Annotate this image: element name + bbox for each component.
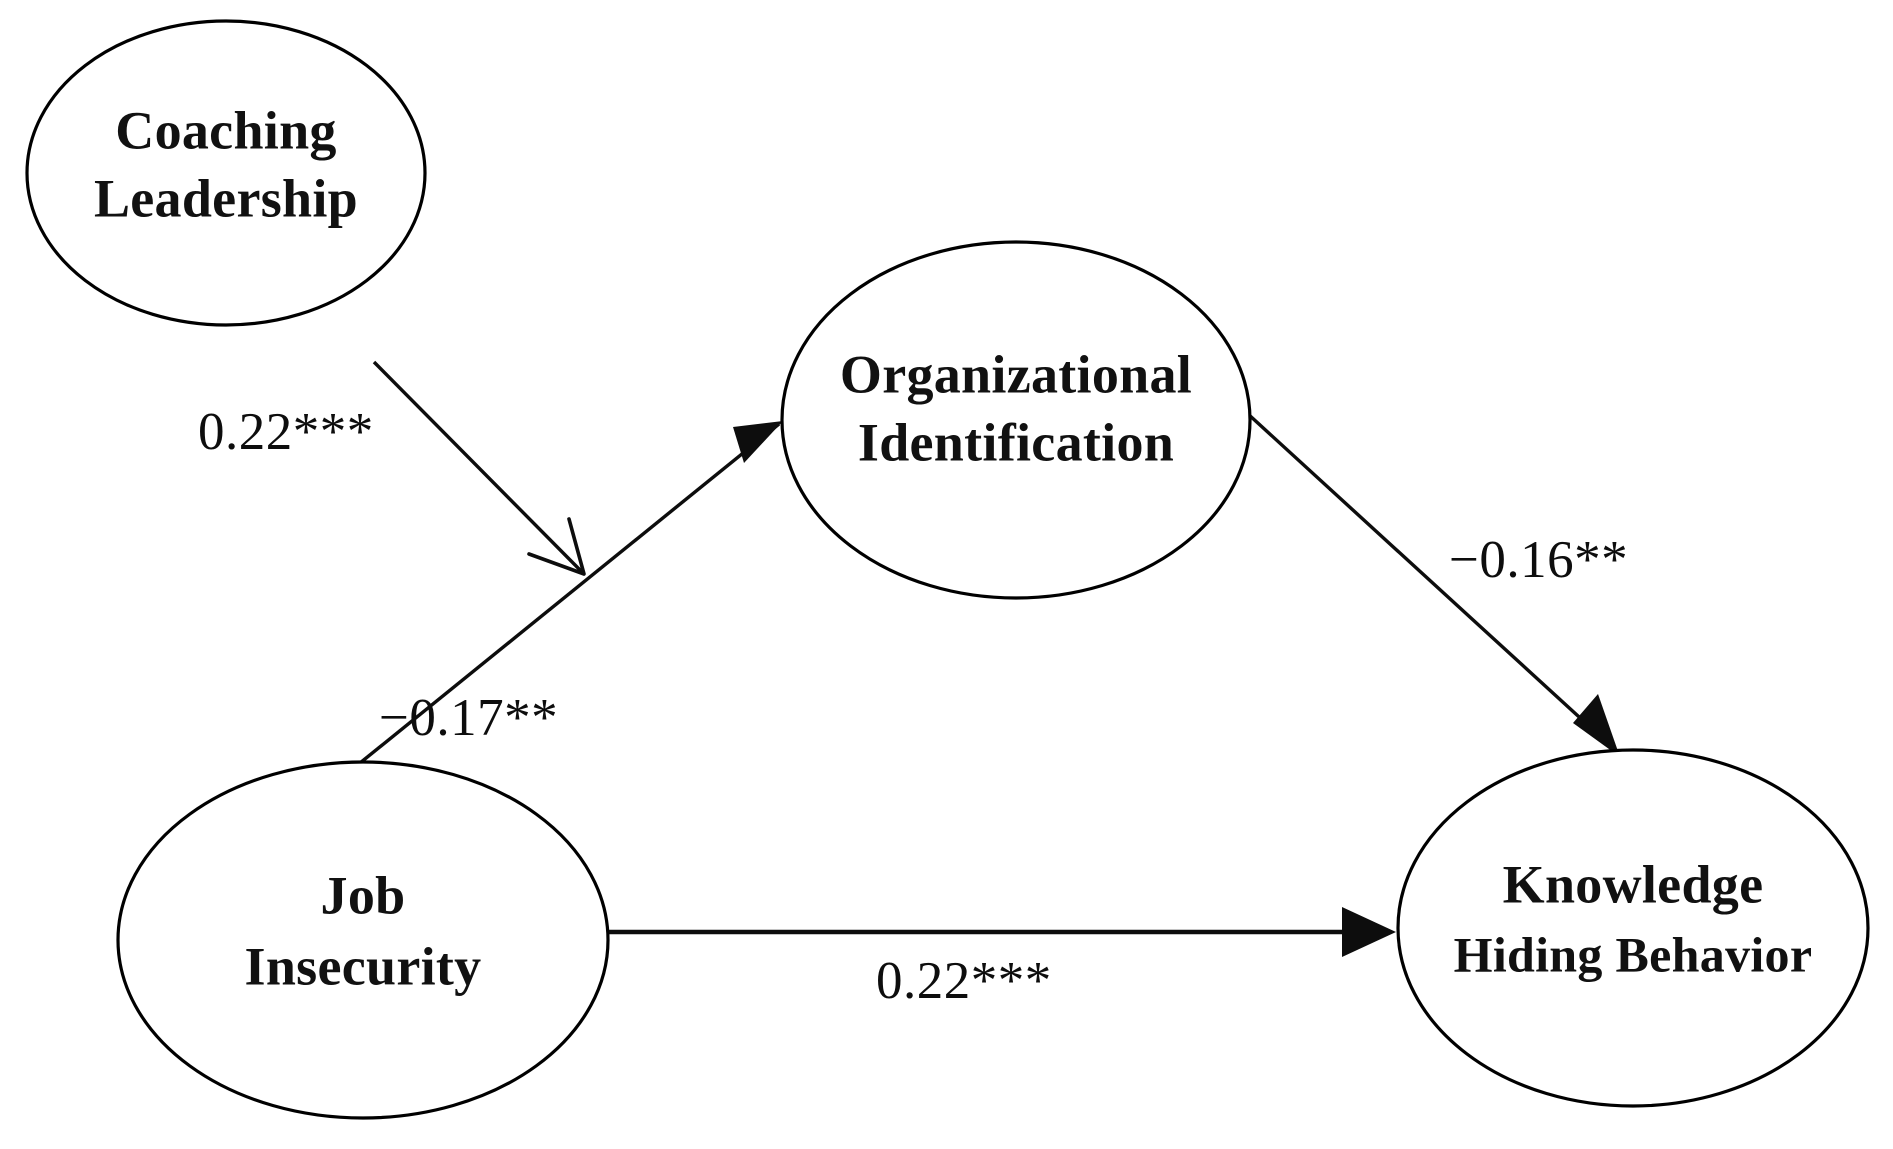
node-label-job-insecurity-line1: Job [321, 865, 406, 925]
coefficient-label-organizational-identification-to-knowledge-hiding-behavior: −0.16** [1449, 531, 1628, 589]
node-label-organizational-identification-line1: Organizational [840, 344, 1192, 404]
node-ellipse-job-insecurity[interactable] [116, 760, 610, 1120]
edge-line-oi-khb [1246, 412, 1615, 750]
edge-job-insecurity-to-organizational-identification [358, 421, 783, 765]
node-label-coaching-leadership-line2: Leadership [94, 168, 358, 228]
edge-job-insecurity-to-knowledge-hiding-behavior [605, 907, 1396, 957]
arrowhead-ji-khb [1342, 907, 1396, 957]
edge-coaching-leadership-moderation [372, 360, 586, 576]
arrowhead-cl-moderation [527, 517, 586, 576]
coefficient-label-job-insecurity-to-knowledge-hiding-behavior: 0.22*** [876, 952, 1052, 1010]
coefficient-label-coaching-leadership-moderation: 0.22*** [198, 403, 374, 461]
node-label-job-insecurity-line2: Insecurity [245, 936, 482, 996]
node-label-organizational-identification-line2: Identification [858, 412, 1174, 472]
arrowhead-ji-oi [733, 421, 783, 463]
edge-line-ji-oi [358, 422, 781, 765]
node-coaching-leadership[interactable]: Coaching Leadership [25, 19, 427, 327]
coefficient-label-job-insecurity-to-organizational-identification: −0.17** [379, 689, 558, 747]
node-organizational-identification[interactable]: Organizational Identification [780, 240, 1252, 600]
edge-line-cl-moderation [372, 360, 585, 575]
node-knowledge-hiding-behavior[interactable]: Knowledge Hiding Behavior [1396, 748, 1870, 1108]
edge-organizational-identification-to-knowledge-hiding-behavior [1246, 412, 1620, 757]
node-label-knowledge-hiding-behavior-line1: Knowledge [1503, 854, 1764, 914]
node-ellipse-organizational-identification[interactable] [780, 240, 1252, 600]
node-label-knowledge-hiding-behavior-line2: Hiding Behavior [1454, 926, 1813, 982]
node-ellipse-coaching-leadership[interactable] [25, 19, 427, 327]
node-label-coaching-leadership-line1: Coaching [115, 100, 336, 160]
arrowhead-oi-khb [1573, 694, 1620, 757]
node-ellipse-knowledge-hiding-behavior[interactable] [1396, 748, 1870, 1108]
node-job-insecurity[interactable]: Job Insecurity [116, 760, 610, 1120]
